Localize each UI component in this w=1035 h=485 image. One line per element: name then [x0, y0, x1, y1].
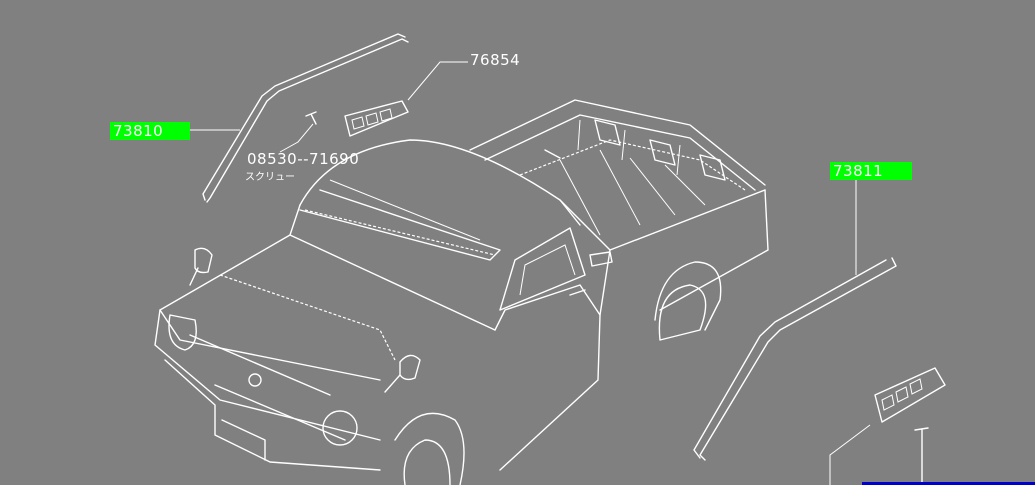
highlight-73811	[830, 162, 912, 180]
pickup-truck	[154, 99, 769, 485]
roof-molding-right	[693, 257, 897, 461]
leader-08530	[279, 123, 314, 153]
badge-76854	[344, 100, 409, 137]
link-bar	[862, 482, 1035, 485]
badge-right	[874, 367, 946, 423]
roof-molding-left	[202, 33, 409, 203]
leader-76854	[407, 61, 468, 101]
screw-kana-label: スクリュー	[245, 172, 295, 183]
leader-right-badge	[829, 424, 871, 485]
highlight-73810	[110, 122, 190, 140]
screw-08530	[305, 111, 317, 125]
part-label-08530[interactable]: 08530--71690	[247, 150, 360, 168]
screw-right	[914, 427, 929, 485]
part-label-73811[interactable]: 73811	[833, 162, 884, 180]
part-label-76854[interactable]: 76854	[470, 51, 521, 69]
part-label-73810[interactable]: 73810	[113, 122, 164, 140]
